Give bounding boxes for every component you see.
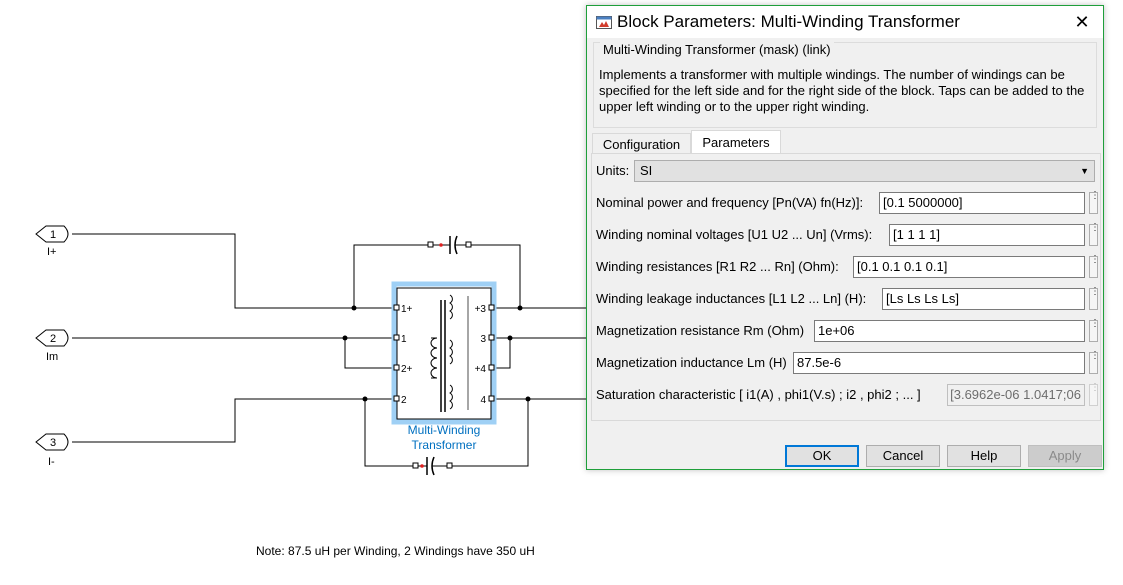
- param-menu-icon[interactable]: ⋮: [1089, 223, 1100, 246]
- units-dropdown[interactable]: SI ▼: [634, 160, 1095, 182]
- inport-number: 3: [50, 437, 56, 449]
- block-name-line2: Transformer: [411, 438, 477, 452]
- cancel-button[interactable]: Cancel: [866, 445, 940, 467]
- param-label: Magnetization inductance Lm (H): [596, 355, 787, 370]
- inport-label: I-: [48, 456, 55, 468]
- param-row-resistances: Winding resistances [R1 R2 ... Rn] (Ohm)…: [596, 255, 1100, 279]
- param-input-resistances[interactable]: [0.1 0.1 0.1 0.1]: [853, 256, 1085, 278]
- param-label: Nominal power and frequency [Pn(VA) fn(H…: [596, 195, 864, 210]
- inport-2[interactable]: [35, 329, 69, 347]
- chevron-down-icon: ▼: [1080, 166, 1089, 176]
- param-input-nominal-voltages[interactable]: [1 1 1 1]: [889, 224, 1085, 246]
- param-label: Winding leakage inductances [L1 L2 ... L…: [596, 291, 867, 306]
- param-menu-icon[interactable]: ⋮: [1089, 287, 1100, 310]
- param-menu-icon: ⋮: [1089, 383, 1100, 406]
- param-input-leakage-inductances[interactable]: [Ls Ls Ls Ls]: [882, 288, 1085, 310]
- param-row-nominal-power: Nominal power and frequency [Pn(VA) fn(H…: [596, 191, 1100, 215]
- inport-label: Im: [46, 351, 59, 363]
- block-port-label: +3: [475, 304, 487, 315]
- param-label: Winding resistances [R1 R2 ... Rn] (Ohm)…: [596, 259, 839, 274]
- multi-winding-transformer-block[interactable]: 1+ 1 2+ 2 +3 3 +4 4: [391, 281, 497, 425]
- block-port-label: 4: [480, 395, 486, 406]
- param-label: Magnetization resistance Rm (Ohm): [596, 323, 805, 338]
- units-label: Units:: [596, 163, 630, 178]
- block-port-label: 1+: [401, 304, 413, 315]
- block-port-label: +4: [475, 364, 487, 375]
- param-row-magnetization-inductance: Magnetization inductance Lm (H) 87.5e-6 …: [596, 351, 1100, 375]
- param-menu-icon[interactable]: ⋮: [1089, 191, 1100, 214]
- diagram-note: Note: 87.5 uH per Winding, 2 Windings ha…: [256, 544, 535, 558]
- inport-number: 2: [50, 333, 56, 345]
- units-row: Units: SI ▼: [596, 160, 1096, 182]
- param-label: Winding nominal voltages [U1 U2 ... Un] …: [596, 227, 873, 242]
- mask-description-group: Multi-Winding Transformer (mask) (link) …: [593, 42, 1097, 128]
- group-title: Multi-Winding Transformer (mask) (link): [600, 42, 834, 57]
- junction-dots: [342, 305, 531, 402]
- param-menu-icon[interactable]: ⋮: [1089, 255, 1100, 278]
- dialog-titlebar[interactable]: Block Parameters: Multi-Winding Transfor…: [587, 6, 1103, 38]
- param-row-saturation-characteristic: Saturation characteristic [ i1(A) , phi1…: [596, 383, 1100, 407]
- param-input-magnetization-resistance[interactable]: 1e+06: [814, 320, 1085, 342]
- block-description: Implements a transformer with multiple w…: [599, 67, 1085, 114]
- param-input-nominal-power[interactable]: [0.1 5000000]: [879, 192, 1085, 214]
- capacitor-top[interactable]: [427, 235, 472, 255]
- param-label: Saturation characteristic [ i1(A) , phi1…: [596, 387, 921, 402]
- param-menu-icon[interactable]: ⋮: [1089, 351, 1100, 374]
- inport-number: 1: [50, 229, 56, 241]
- block-port-label: 2+: [401, 364, 413, 375]
- dialog-title: Block Parameters: Multi-Winding Transfor…: [617, 12, 960, 31]
- param-row-magnetization-resistance: Magnetization resistance Rm (Ohm) 1e+06 …: [596, 319, 1100, 343]
- capacitor-bottom[interactable]: [412, 456, 453, 476]
- inport-label: I+: [47, 246, 57, 258]
- apply-button[interactable]: Apply: [1028, 445, 1102, 467]
- param-menu-icon[interactable]: ⋮: [1089, 319, 1100, 342]
- block-port-label: 3: [480, 334, 486, 345]
- tab-parameters[interactable]: Parameters: [691, 130, 781, 154]
- ok-button[interactable]: OK: [785, 445, 859, 467]
- parameters-panel: Units: SI ▼ Nominal power and frequency …: [591, 153, 1101, 421]
- signal-lines: [72, 233, 590, 467]
- simulink-app-icon: [596, 16, 612, 29]
- units-value: SI: [640, 163, 653, 178]
- param-input-magnetization-inductance[interactable]: 87.5e-6: [793, 352, 1085, 374]
- block-port-label: 2: [401, 395, 407, 406]
- param-input-saturation-characteristic: 06;1.0417 3.6962e-06]: [947, 384, 1085, 406]
- close-icon[interactable]: ✕: [1074, 12, 1090, 32]
- param-row-nominal-voltages: Winding nominal voltages [U1 U2 ... Un] …: [596, 223, 1100, 247]
- inport-1[interactable]: [35, 225, 69, 243]
- help-button[interactable]: Help: [947, 445, 1021, 467]
- inport-3[interactable]: [35, 433, 69, 451]
- param-row-leakage-inductances: Winding leakage inductances [L1 L2 ... L…: [596, 287, 1100, 311]
- block-port-label: 1: [401, 334, 407, 345]
- block-parameters-dialog: Block Parameters: Multi-Winding Transfor…: [586, 5, 1104, 470]
- tab-configuration[interactable]: Configuration: [592, 133, 691, 154]
- block-name-line1: Multi-Winding: [407, 423, 481, 437]
